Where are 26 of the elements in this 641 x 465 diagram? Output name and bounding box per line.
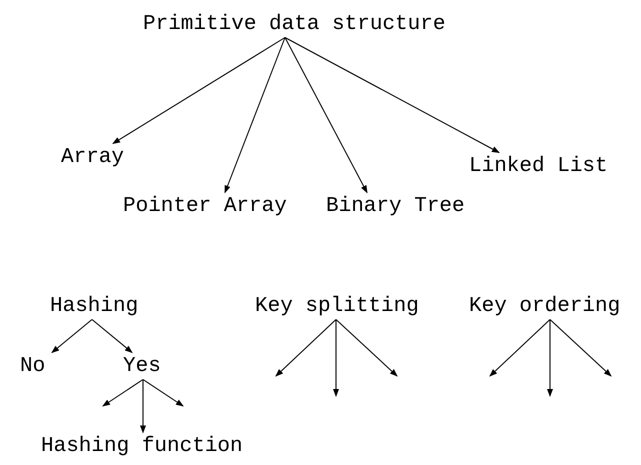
- node-label: Yes: [123, 356, 161, 376]
- arrow: [112, 37, 286, 144]
- arrow: [224, 37, 286, 194]
- node-label: Linked List: [469, 156, 608, 176]
- arrow: [102, 379, 144, 407]
- node-label: Key ordering: [469, 296, 620, 316]
- node-label: Pointer Array: [123, 196, 287, 216]
- arrow: [333, 319, 339, 397]
- node-label: Binary Tree: [326, 196, 465, 216]
- arrow: [284, 37, 368, 194]
- node-label: Hashing function: [41, 436, 243, 456]
- node-label: No: [20, 356, 46, 376]
- arrow: [547, 319, 553, 397]
- arrow: [92, 319, 133, 354]
- arrow: [550, 319, 612, 377]
- arrow: [489, 319, 550, 377]
- node-label: Primitive data structure: [143, 14, 446, 34]
- node-label: Hashing: [50, 296, 138, 316]
- arrow: [142, 379, 184, 407]
- arrow: [51, 319, 92, 354]
- arrow: [275, 319, 336, 377]
- arrow: [140, 379, 146, 434]
- node-label: Key splitting: [255, 296, 419, 316]
- arrow: [336, 319, 398, 377]
- arrow: [284, 37, 500, 153]
- node-label: Array: [61, 146, 124, 168]
